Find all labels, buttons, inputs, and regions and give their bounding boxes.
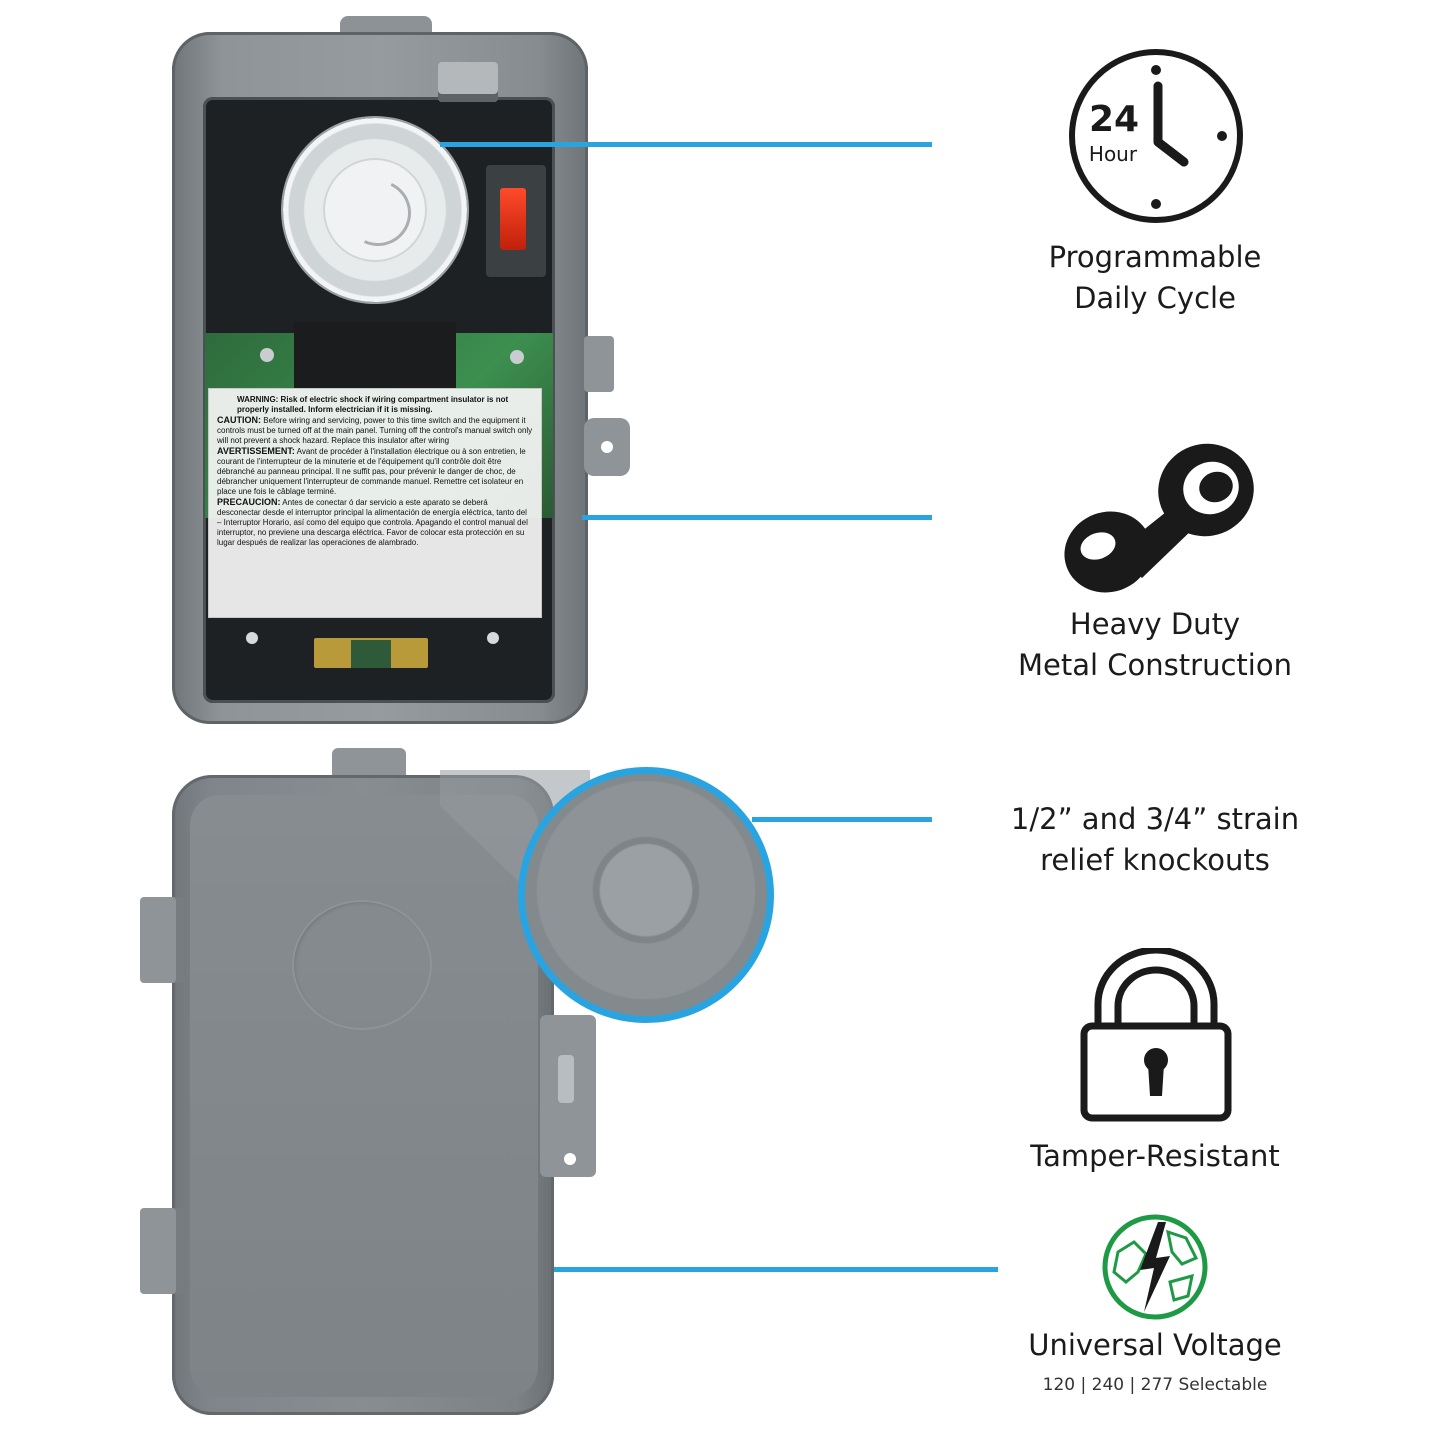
label-avertissement: AVERTISSEMENT: Avant de procéder à l'ins… xyxy=(217,446,533,497)
feature-caption-knockouts: 1/2” and 3/4” strain relief knockouts xyxy=(945,799,1365,881)
label-caution-text: Before wiring and servicing, power to th… xyxy=(217,416,533,445)
feature-caption-programmable: Programmable Daily Cycle xyxy=(945,237,1365,319)
feature-title-line2: Daily Cycle xyxy=(1074,281,1236,315)
enclosure-lid xyxy=(190,795,538,1397)
timer-dial-center xyxy=(323,158,427,262)
feature-caption-voltage: Universal Voltage xyxy=(945,1325,1365,1366)
feature-title-line1: 1/2” and 3/4” strain xyxy=(1010,802,1300,836)
label-precaucion: PRECAUCION: Antes de conectar ó dar serv… xyxy=(217,497,533,548)
terminal-block-center xyxy=(351,640,391,668)
lid-hinge-lower xyxy=(140,1208,184,1294)
lid-hinge-upper xyxy=(140,897,184,983)
warning-insulator-label: WARNING: Risk of electric shock if wirin… xyxy=(208,388,542,618)
clock-badge-number: 24 xyxy=(1088,99,1140,140)
knockout-zoom-detail xyxy=(518,767,774,1023)
feature-title-line1: Tamper-Resistant xyxy=(1030,1139,1280,1173)
label-avertissement-text: Avant de procéder à l'installation élect… xyxy=(217,447,526,496)
connector-line-knockout xyxy=(752,817,932,822)
manual-override-switch xyxy=(500,188,526,250)
embossed-logo xyxy=(292,900,432,1030)
mounting-screw xyxy=(510,350,524,364)
feature-caption-tamper: Tamper-Resistant xyxy=(945,1136,1365,1177)
feature-title-line2: relief knockouts xyxy=(1040,843,1270,877)
mounting-screw xyxy=(260,348,274,362)
feature-caption-heavy-duty: Heavy Duty Metal Construction xyxy=(945,604,1365,686)
connector-line-construction xyxy=(582,515,932,520)
heavy-duty-bolt-icon xyxy=(1064,443,1254,593)
mounting-hole xyxy=(246,632,258,644)
lightning-globe-icon xyxy=(1102,1214,1208,1320)
voltage-selectable-note: 120 | 240 | 277 Selectable xyxy=(1042,1375,1268,1395)
label-warning: WARNING: Risk of electric shock if wirin… xyxy=(237,395,509,414)
top-latch xyxy=(438,62,498,102)
side-hinge-tab xyxy=(584,336,614,392)
feature-title-line1: Heavy Duty xyxy=(1069,607,1241,641)
clock-badge-unit: Hour xyxy=(1088,142,1138,166)
label-precaucion-heading: PRECAUCION: xyxy=(217,497,281,507)
clock-24-hour-icon xyxy=(1069,49,1243,223)
label-caution-heading: CAUTION: xyxy=(217,415,261,425)
mounting-hole xyxy=(487,632,499,644)
lid-clasp xyxy=(540,1015,596,1177)
feature-title-line1: Programmable xyxy=(1048,240,1262,274)
label-precaucion-text: Antes de conectar ó dar servicio a este … xyxy=(217,498,528,547)
side-lock-tab xyxy=(584,418,630,476)
connector-line-voltage xyxy=(554,1267,998,1272)
feature-title-line1: Universal Voltage xyxy=(1028,1328,1282,1362)
feature-title-line2: Metal Construction xyxy=(1018,648,1292,682)
padlock-icon xyxy=(1080,948,1232,1122)
connector-line-dial xyxy=(440,142,932,147)
mechanism-housing xyxy=(294,322,456,388)
label-avertissement-heading: AVERTISSEMENT: xyxy=(217,446,295,456)
label-caution: CAUTION: Before wiring and servicing, po… xyxy=(217,415,533,446)
